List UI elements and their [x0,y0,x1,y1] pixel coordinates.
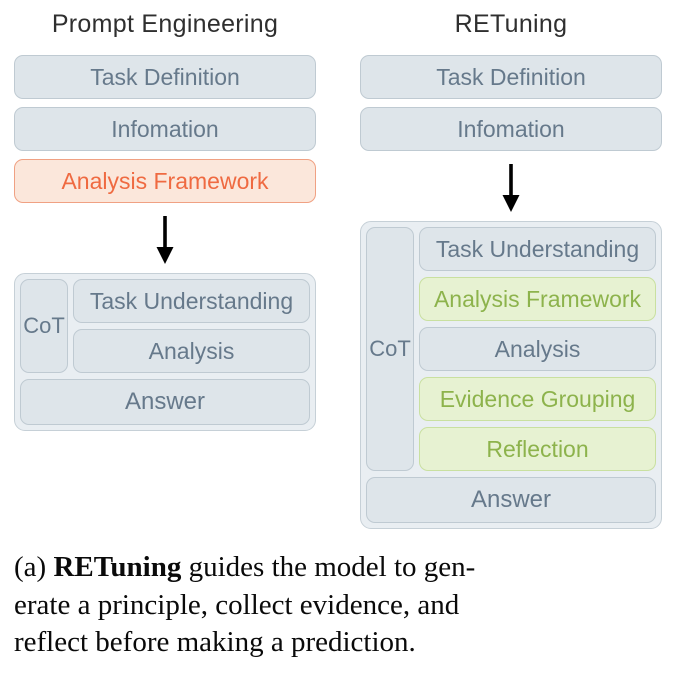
left-cot-row: CoT Task Understanding Analysis [20,279,310,373]
left-column-title: Prompt Engineering [51,10,279,38]
caption-bold-term: RETuning [53,551,182,583]
right-box-analysis: Analysis [419,327,656,371]
left-box-analysis: Analysis [73,329,310,373]
caption-line3: reflect before making a prediction. [14,626,416,659]
right-box-evidence-grouping: Evidence Grouping [419,377,656,421]
right-column-title: RETuning [454,10,568,38]
figure-caption: (a) RETuning guides the model to gen- er… [14,549,664,662]
figure-diagram: Prompt Engineering Task Definition Infom… [14,10,662,529]
left-cot-stack: Task Understanding Analysis [73,279,310,373]
right-box-answer: Answer [366,477,656,523]
right-box-task-definition: Task Definition [360,55,662,99]
right-cot-group: CoT Task Understanding Analysis Framewor… [360,221,662,529]
right-box-reflection: Reflection [419,427,656,471]
right-cot-label: CoT [366,227,414,471]
right-box-information: Infomation [360,107,662,151]
left-down-arrow-icon [14,211,316,273]
prompt-engineering-diagram: Prompt Engineering Task Definition Infom… [14,10,316,529]
left-cot-label: CoT [20,279,68,373]
caption-line2: erate a principle, collect evidence, and [14,588,460,621]
right-box-task-understanding: Task Understanding [419,227,656,271]
left-box-information: Infomation [14,107,316,151]
left-cot-group: CoT Task Understanding Analysis Answer [14,273,316,431]
right-cot-stack: Task Understanding Analysis Framework An… [419,227,656,471]
caption-line1-rest: guides the model to gen- [181,551,476,583]
right-down-arrow-icon [360,159,662,221]
retuning-diagram: RETuning Task Definition Infomation CoT … [360,10,662,529]
right-box-analysis-framework: Analysis Framework [419,277,656,321]
right-cot-row: CoT Task Understanding Analysis Framewor… [366,227,656,471]
caption-label: (a) [14,551,54,583]
left-box-task-definition: Task Definition [14,55,316,99]
left-box-analysis-framework: Analysis Framework [14,159,316,203]
left-box-task-understanding: Task Understanding [73,279,310,323]
left-box-answer: Answer [20,379,310,425]
